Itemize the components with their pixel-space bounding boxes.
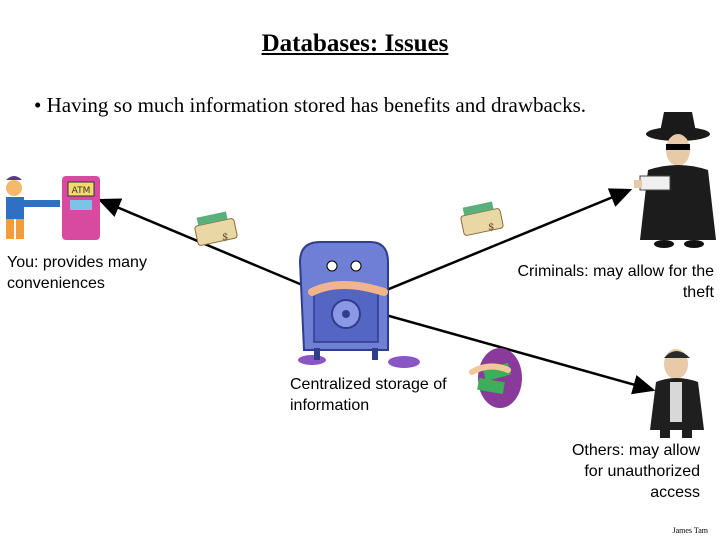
label-others: Others: may allow for unauthorized acces… [571,442,700,501]
slide-title: Databases: Issues [261,30,449,57]
atm-user-icon: ATM [6,176,100,240]
bullet-point: • Having so much information stored has … [34,93,587,117]
vault-safe-icon [298,241,420,368]
spy-criminal-icon [634,112,716,248]
author-credit: James Tam [672,526,708,535]
wallet-icon: $ [460,201,504,236]
label-central-storage: Centralized storage of information [290,376,447,414]
hand-money-icon [469,348,522,408]
arrow-to-others [349,303,656,395]
label-you: You: provides many conveniences [7,254,147,292]
man-figure-icon [650,349,704,438]
arrow-to-criminals [349,188,633,307]
label-criminals: Criminals: may allow for the theft [517,263,715,301]
atm-sign: ATM [72,186,91,196]
svg-text:$: $ [488,222,494,233]
svg-text:$: $ [222,232,228,243]
wallet-icon: $ [194,211,238,246]
